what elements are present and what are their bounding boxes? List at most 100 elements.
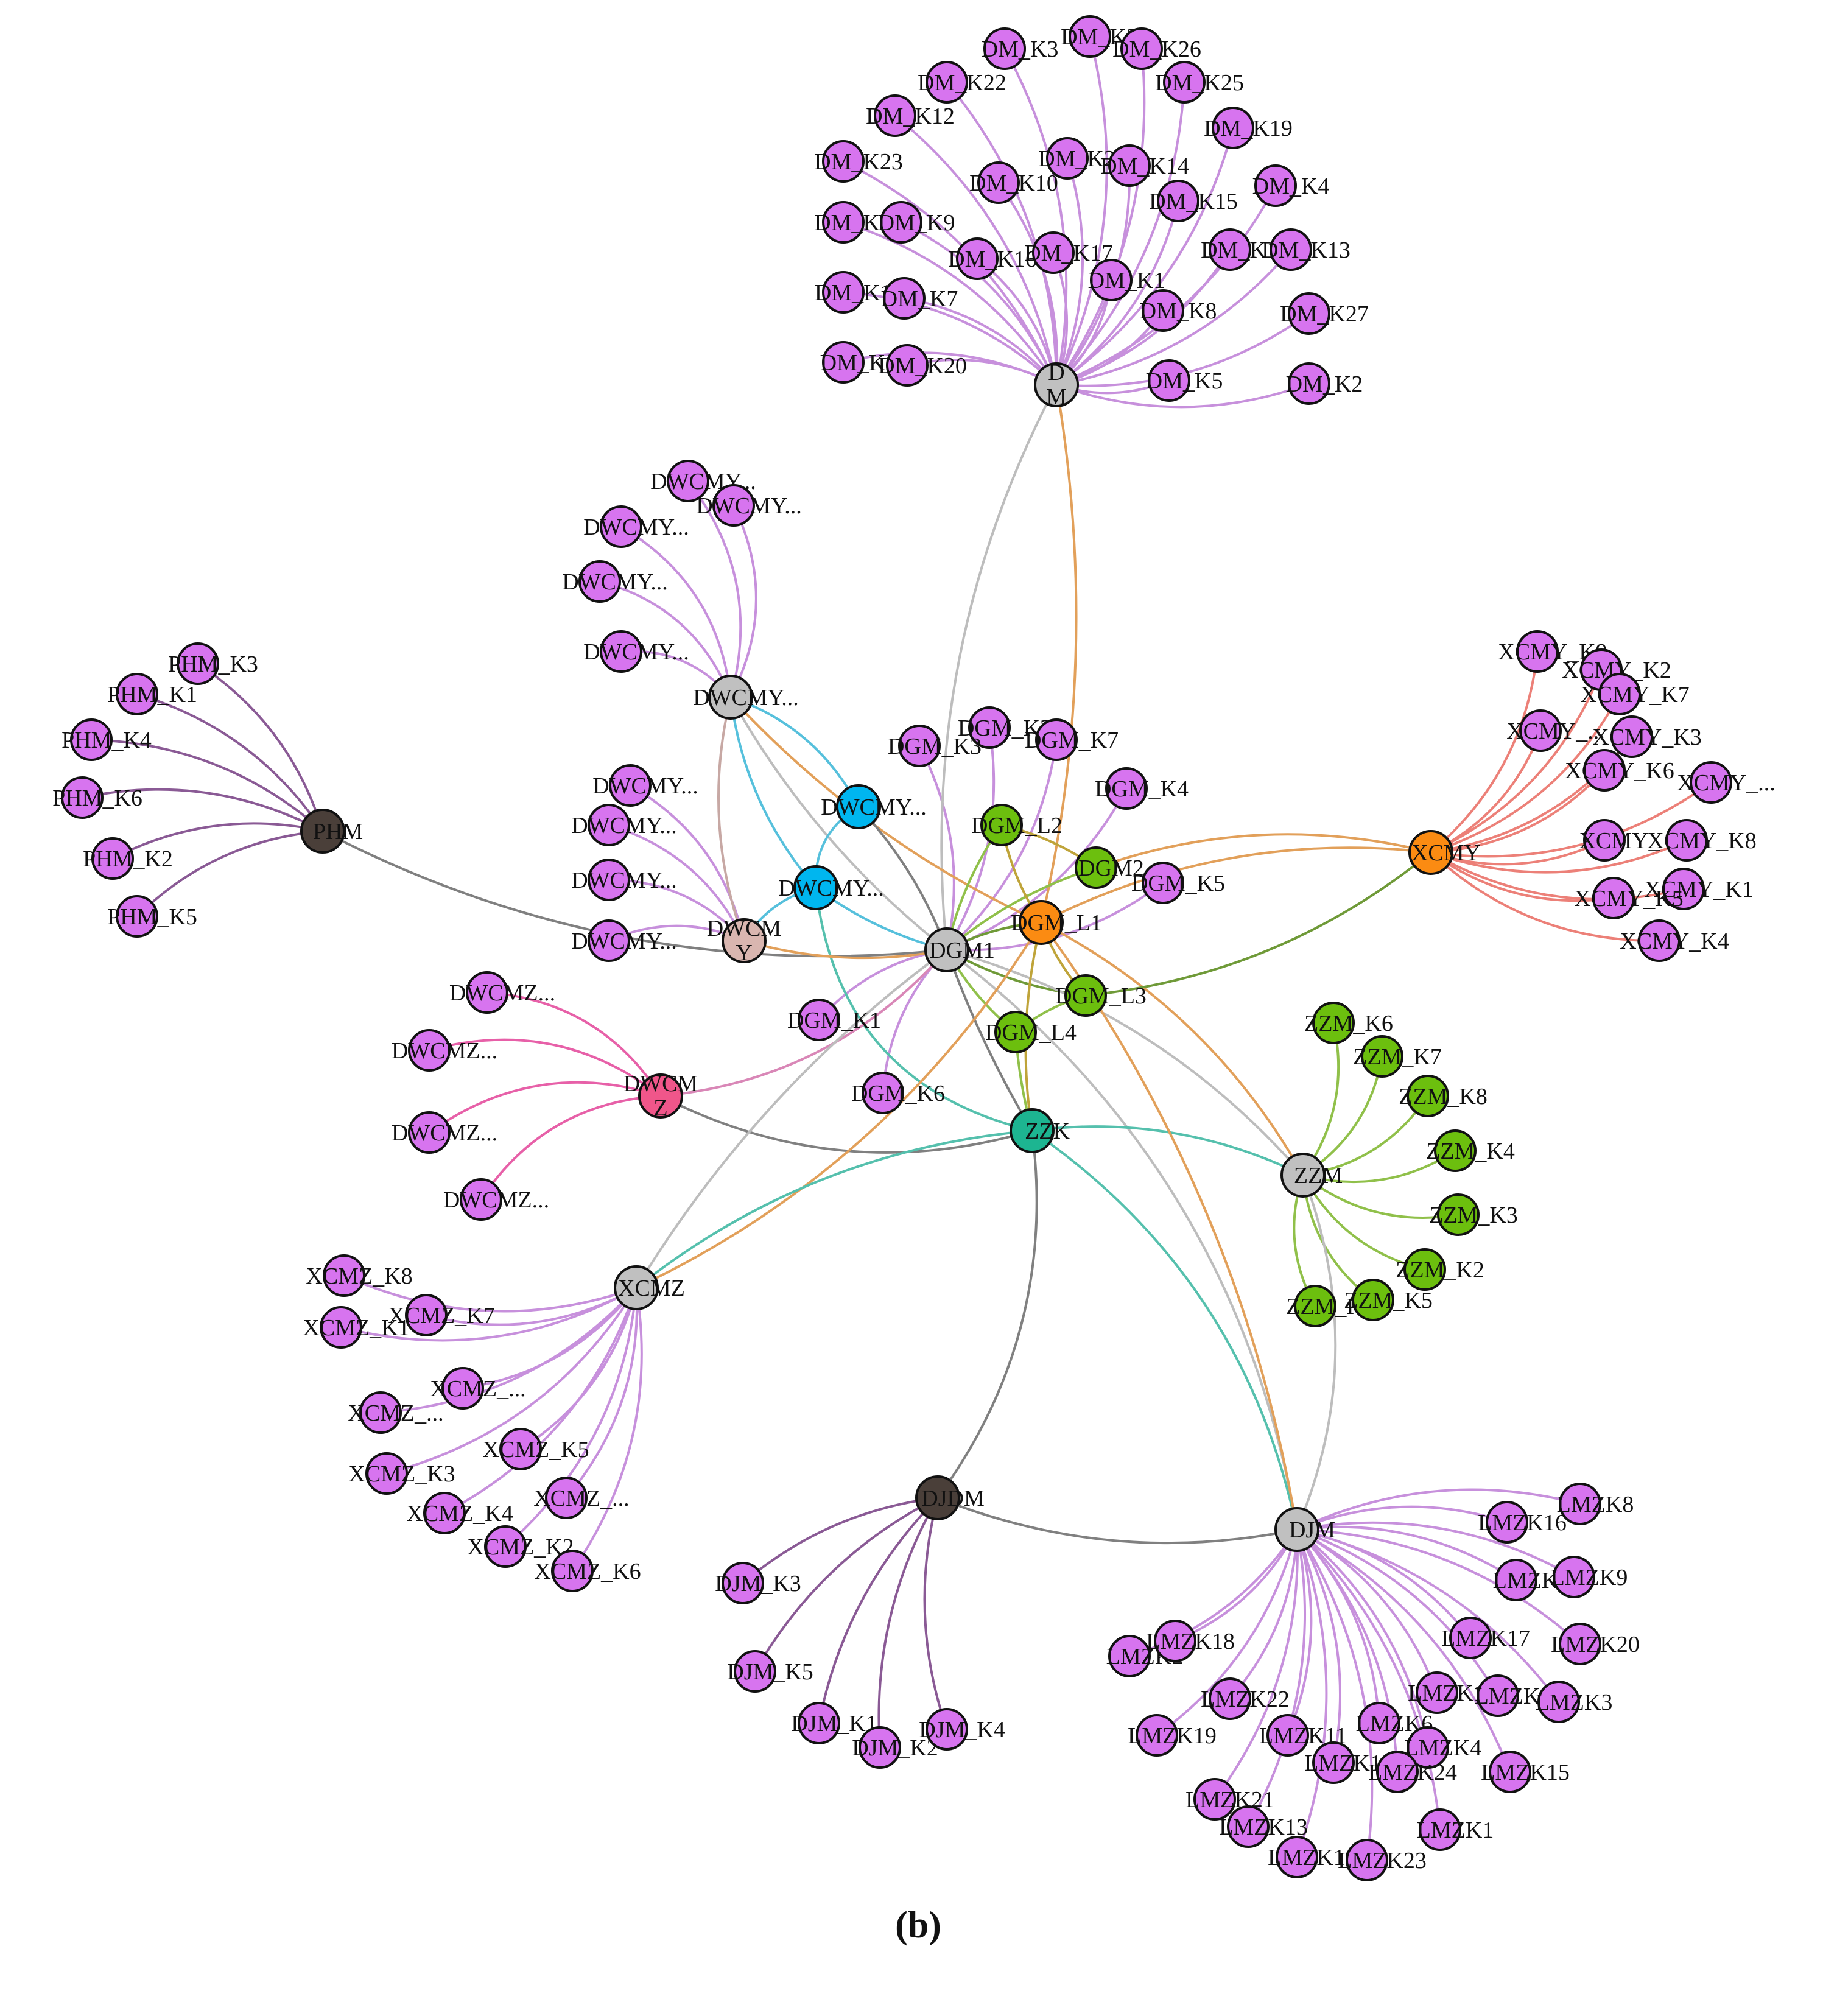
edge-XCMZ-XCMZ_a (380, 1287, 638, 1414)
node-XCMZ_K2: XCMZ_K2 (467, 1525, 574, 1568)
node-label: ZZM_K3 (1429, 1203, 1518, 1228)
edge-DJDM-DJM_K3 (742, 1497, 938, 1584)
node-DM_K16: DM_K16 (948, 237, 1037, 280)
node-circle (1495, 1559, 1537, 1601)
node-label: DWCMZ... (449, 980, 555, 1006)
node-circle (924, 927, 969, 972)
node-DWCMYhub_5: DWCMY... (583, 630, 689, 673)
node-circle (1069, 15, 1111, 58)
edge-DJM-LMZK8 (1296, 1488, 1581, 1531)
edge-DJDM-DJM_K4 (923, 1497, 948, 1730)
node-circle (1136, 1714, 1178, 1757)
node-circle (588, 919, 630, 962)
node-DM_K12: DM_K12 (866, 94, 955, 137)
node-DWCMYhub_1: DWCMY... (650, 460, 756, 502)
node-label: DWCMY... (583, 639, 689, 665)
node-label: XCMZ_K8 (306, 1263, 412, 1289)
node-XCMZ_K4: XCMZ_K4 (406, 1492, 513, 1534)
edge-DWCMYhub-DWCMYhub_2 (729, 505, 757, 698)
node-circle (588, 804, 630, 846)
node-label: DM_K27 (1280, 301, 1369, 327)
node-label: DWCMY... (562, 569, 668, 595)
edge-DM-DM_K27 (1056, 312, 1310, 387)
edge-DM-DM_K26 (1055, 48, 1146, 386)
node-PHM_K5: PHM_K5 (107, 895, 197, 938)
node-label: DJM_K3 (715, 1571, 801, 1596)
edge-DWCMY-DWCMY_2 (608, 824, 745, 941)
node-circle (1559, 1623, 1601, 1665)
node-DWCMYhub_3: DWCMY... (583, 505, 689, 548)
node-circle (323, 1254, 365, 1297)
node-DM_K2: DM_K2 (1286, 362, 1363, 405)
node-DM_K25: DM_K25 (1155, 61, 1244, 104)
node-LMZK9: LMZK9 (1551, 1556, 1628, 1598)
node-DGM_K7: DGM_K7 (1025, 718, 1119, 761)
edge-XCMZ-XCMZ_K7 (426, 1287, 637, 1326)
node-PHM_K6: PHM_K6 (52, 776, 142, 819)
node-DWCMZ_4: DWCMZ... (443, 1178, 549, 1221)
node-circle (1449, 1617, 1492, 1659)
node-DM_K17: DM_K17 (1024, 231, 1113, 274)
edge-XCMY-XCMY_K7 (1430, 694, 1621, 854)
node-circle (1075, 846, 1117, 889)
node-XCMY_K5: XCMY_K5 (1574, 877, 1684, 919)
node-label: DM_K16 (948, 247, 1037, 272)
node-circle (466, 971, 508, 1014)
node-label: XCMZ_K6 (534, 1559, 641, 1584)
edge-ZZM-DJM (1296, 1175, 1337, 1530)
edge-DM-DM_K28 (843, 221, 1058, 386)
node-XCMZ_K7: XCMZ_K7 (388, 1294, 495, 1336)
node-label: DGM2 (1078, 855, 1144, 881)
edge-XCMY-XCMY_K8 (1430, 839, 1687, 874)
node-circle (588, 859, 630, 901)
node-circle (460, 1178, 502, 1221)
node-circle (1212, 107, 1254, 149)
node-circle (1416, 1671, 1458, 1714)
node-label: DGM_L4 (985, 1020, 1077, 1045)
edge-XCMZ-XCMZ_c (565, 1287, 638, 1499)
node-ZZM_K6: ZZM_K6 (1304, 1002, 1393, 1044)
node-circle (1419, 1808, 1461, 1851)
node-label: DGM_L1 (1011, 910, 1102, 936)
node-label: DGM_K7 (1025, 728, 1119, 753)
node-ZZM: ZZM (1280, 1153, 1343, 1198)
node-circle (915, 1475, 960, 1520)
edge-DWCMZ-DGM1 (660, 949, 948, 1097)
edge-DM-DM_K7 (904, 297, 1058, 386)
node-label: LMZK15 (1481, 1760, 1570, 1785)
edge-DWCMZ-ZZK (660, 1095, 1033, 1154)
edge-DM-DGM_L1 (1040, 384, 1078, 923)
node-circle (405, 1294, 448, 1336)
node-circle (1489, 1751, 1531, 1793)
node-label: PHM (313, 819, 363, 845)
node-circle (1288, 362, 1330, 405)
node-DM_K1: DM_K1 (1088, 259, 1165, 301)
node-circle (1108, 1635, 1151, 1677)
edge-DWCMYhub-DWCMY_b (729, 697, 817, 889)
node-circle (484, 1525, 527, 1568)
node-label: DGM_K5 (1131, 871, 1225, 896)
edge-DWCMYhub-DGM1 (729, 697, 948, 951)
edge-DWCMYhub-DWCMY (717, 697, 745, 941)
edge-DM-DM_K2 (1056, 382, 1310, 409)
node-circle (1288, 292, 1330, 335)
edge-DM-DGM1 (940, 384, 1058, 950)
edge-DJM-LMZK9 (1296, 1521, 1575, 1578)
node-label: DM_K13 (1262, 237, 1351, 263)
edge-DGM1-DGM_K5 (946, 882, 1164, 952)
node-label: LMZK22 (1201, 1687, 1290, 1712)
node-label: LMZK4 (1405, 1735, 1482, 1761)
node-DM_K23: DM_K23 (814, 140, 903, 183)
node-label: XCMY_K4 (1620, 929, 1729, 954)
figure-caption: (b) (895, 1905, 941, 1946)
node-circle (1019, 900, 1064, 945)
node-label: LMZK21 (1185, 1787, 1274, 1813)
edge-DWCMZ-DWCMZ_4 (480, 1095, 661, 1201)
node-circle (1034, 362, 1079, 407)
node-label: XCMY (1411, 840, 1481, 866)
edge-ZZK-DJDM (936, 1130, 1038, 1499)
node-PHM: PHM (300, 809, 363, 854)
node-DGM_L2: DGM_L2 (971, 804, 1063, 846)
node-label: DM_K15 (1149, 189, 1238, 214)
